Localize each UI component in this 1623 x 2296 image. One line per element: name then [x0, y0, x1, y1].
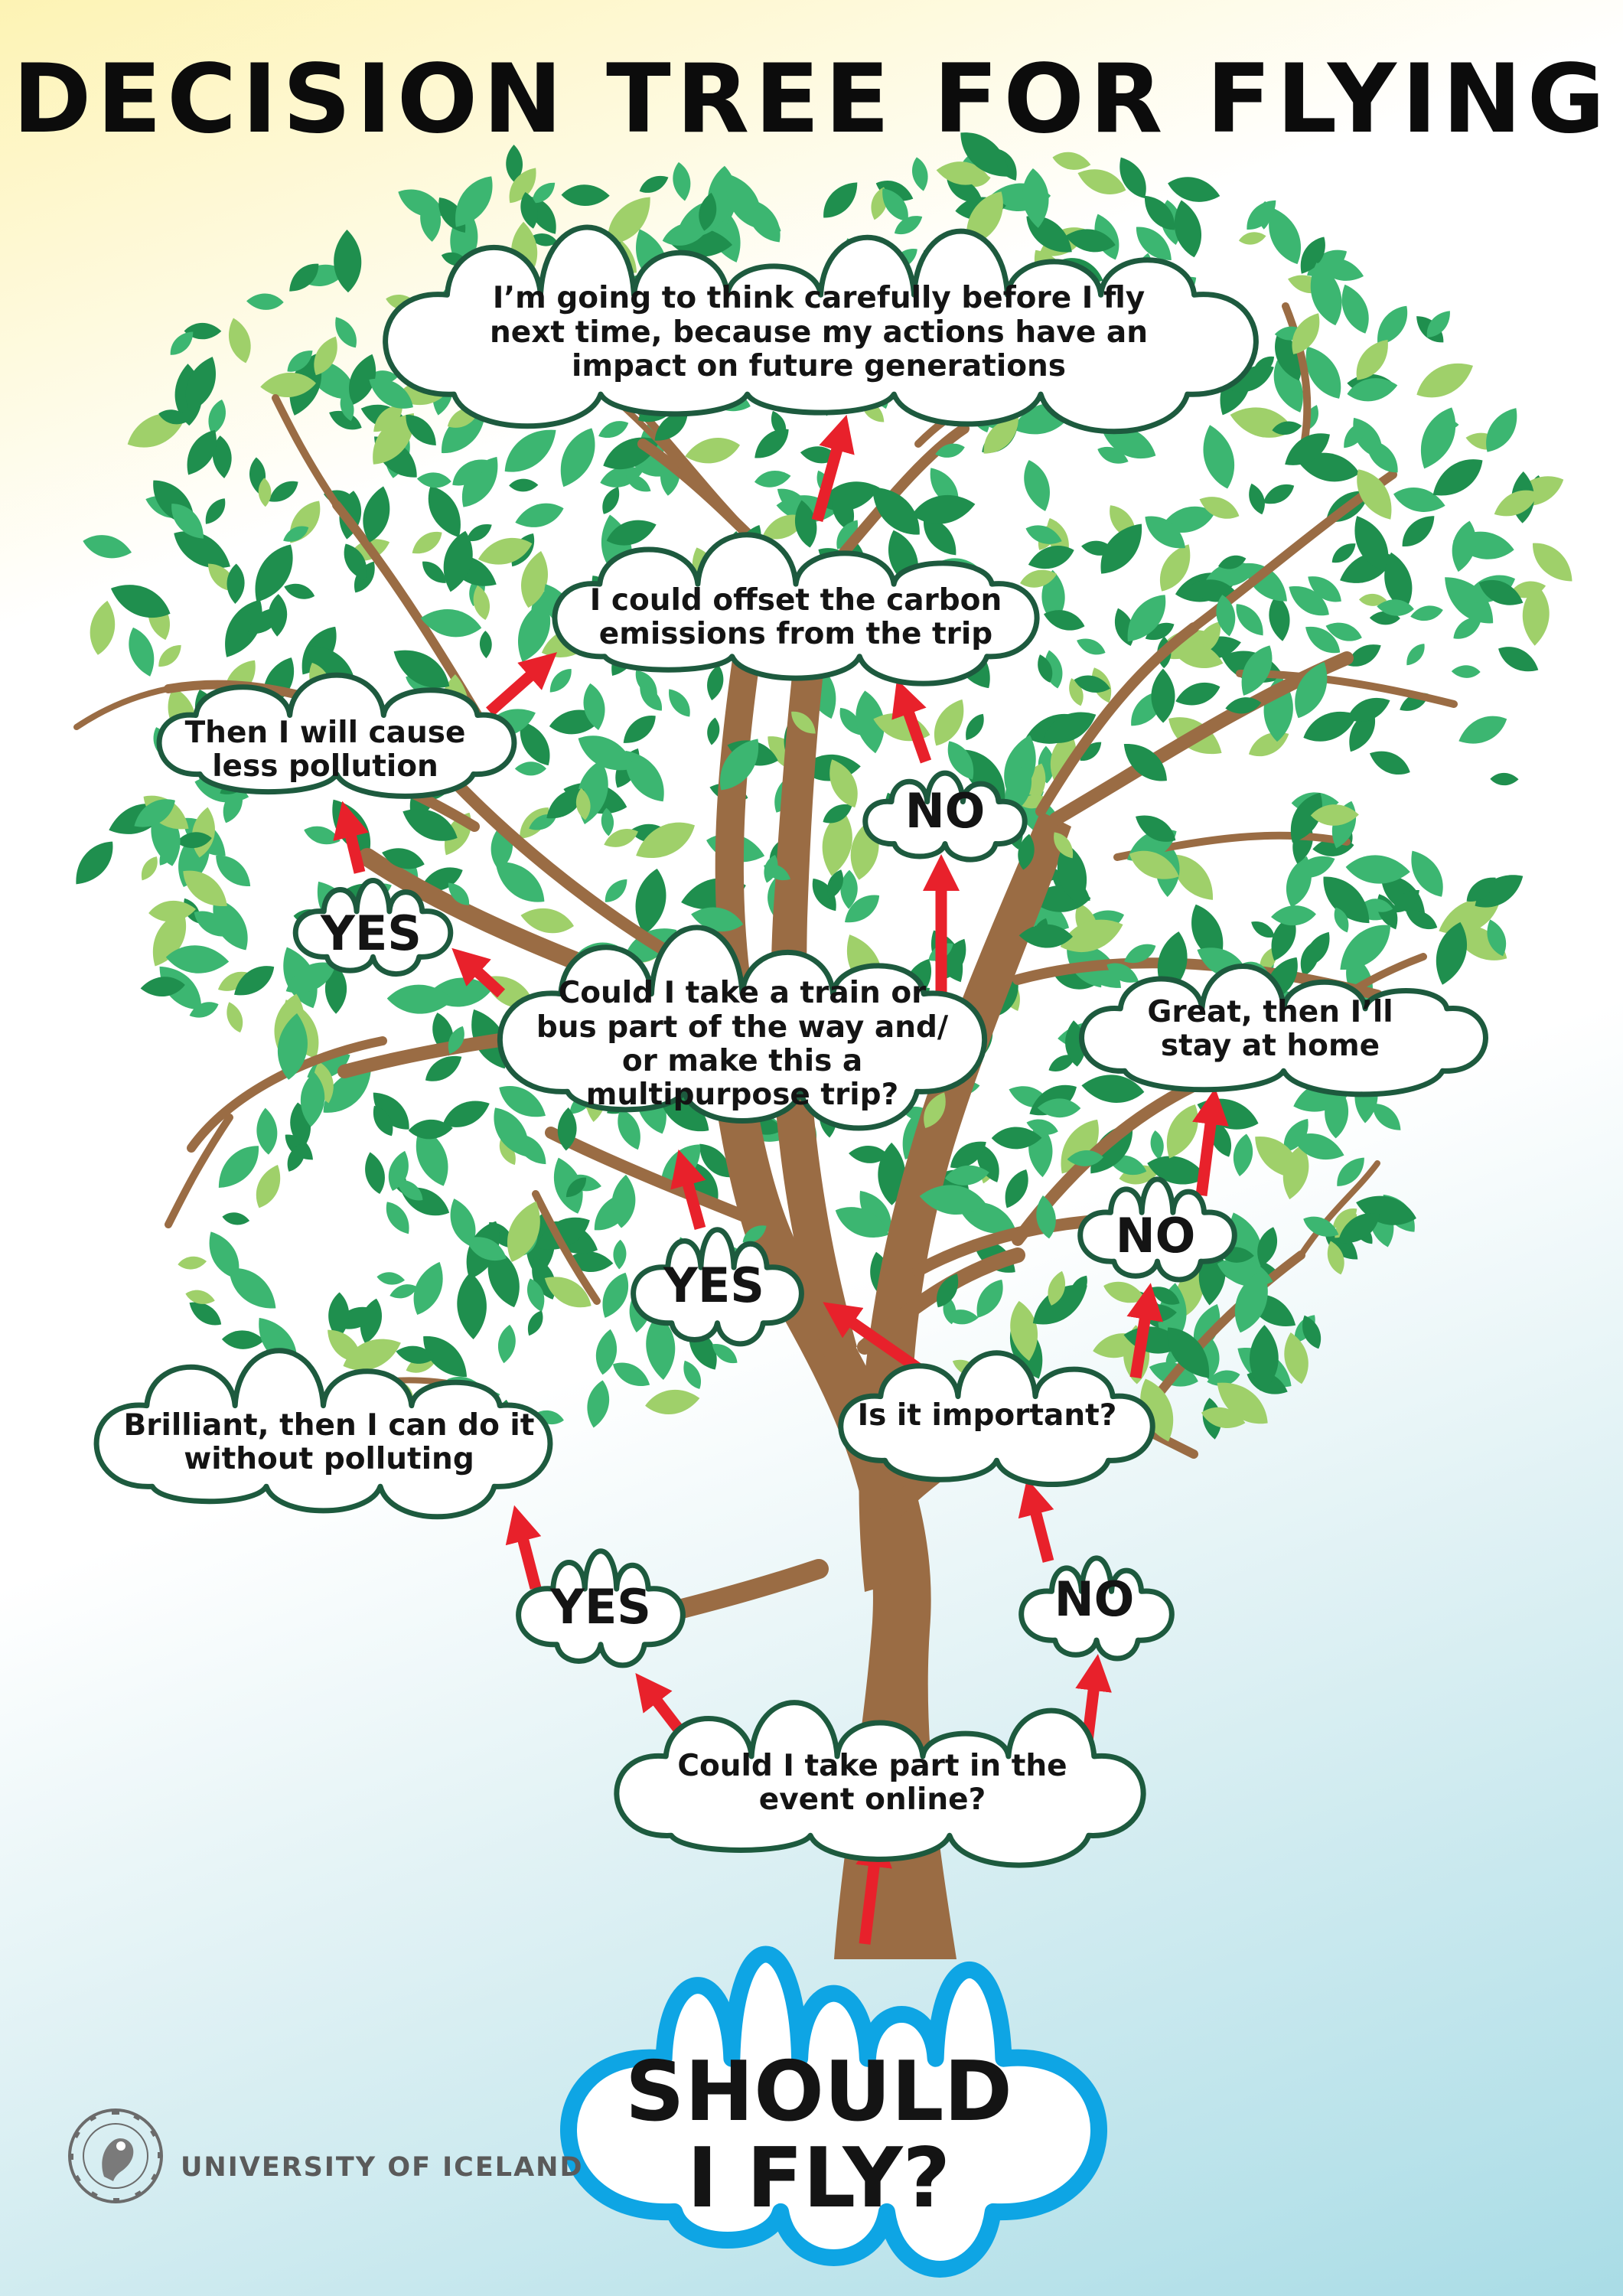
university-seal-icon: [68, 2108, 163, 2203]
node-yes-important: YES: [663, 1257, 764, 1313]
node-train-bus: Could I take a train or bus part of the …: [536, 976, 949, 1113]
arrow-no-to-offset: [891, 679, 932, 764]
node-no-train: NO: [904, 782, 986, 839]
page-title: DECISION TREE FOR FLYING: [12, 44, 1611, 155]
arrow-no-to-important: [1018, 1478, 1054, 1563]
clouds: [93, 224, 1488, 2278]
node-think: I’m going to think carefully before I fl…: [490, 281, 1148, 384]
node-root: SHOULD I FLY?: [624, 2043, 1013, 2226]
decision-arrows: [333, 414, 1229, 1945]
node-cloud: [1079, 964, 1488, 1097]
node-cloud: [1018, 1555, 1175, 1662]
node-cloud: [93, 1348, 553, 1520]
arrow-yes-to-brilliant: [505, 1505, 542, 1590]
node-cloud: [383, 224, 1259, 435]
arrow-offset-to-think: [811, 414, 855, 523]
node-stay-home: Great, then I’ll stay at home: [1147, 994, 1393, 1063]
arrow-yes-to-train: [670, 1149, 706, 1230]
node-no-online: NO: [1054, 1570, 1135, 1627]
node-important: Is it important?: [857, 1397, 1117, 1433]
arrow-less-pollution-to-offset: [486, 652, 557, 716]
node-no-important: NO: [1115, 1207, 1196, 1264]
arrow-no-to-stay-home: [1192, 1088, 1229, 1196]
arrow-important-to-yes: [823, 1302, 922, 1374]
node-cloud: [292, 878, 454, 977]
node-cloud: [614, 1700, 1146, 1868]
node-cloud: [156, 672, 517, 799]
node-cloud: [516, 1548, 686, 1668]
arrow-train-to-yes: [451, 947, 506, 998]
node-cloud: [862, 770, 1028, 863]
arrow-yes-to-less-pollution: [333, 801, 369, 874]
tree-trunk: [73, 302, 1458, 1959]
node-yes-online: YES: [550, 1578, 651, 1635]
arrow-root-to-online: [855, 1830, 892, 1945]
arrow-important-to-no: [1126, 1283, 1163, 1379]
node-cloud: [497, 925, 988, 1131]
node-online: Could I take part in the event online?: [677, 1748, 1067, 1817]
node-cloud: [631, 1227, 804, 1347]
node-cloud: [838, 1350, 1155, 1487]
root-cloud: [560, 1945, 1107, 2278]
node-offset: I could offset the carbon emissions from…: [589, 582, 1002, 651]
node-yes-train: YES: [321, 905, 422, 961]
node-brilliant: Brilliant, then I can do it without poll…: [123, 1407, 535, 1476]
institution-name: UNIVERSITY OF ICELAND: [181, 2152, 584, 2183]
node-cloud: [552, 532, 1040, 687]
node-cloud: [1077, 1176, 1237, 1283]
node-less-pollution: Then I will cause less pollution: [184, 715, 466, 784]
